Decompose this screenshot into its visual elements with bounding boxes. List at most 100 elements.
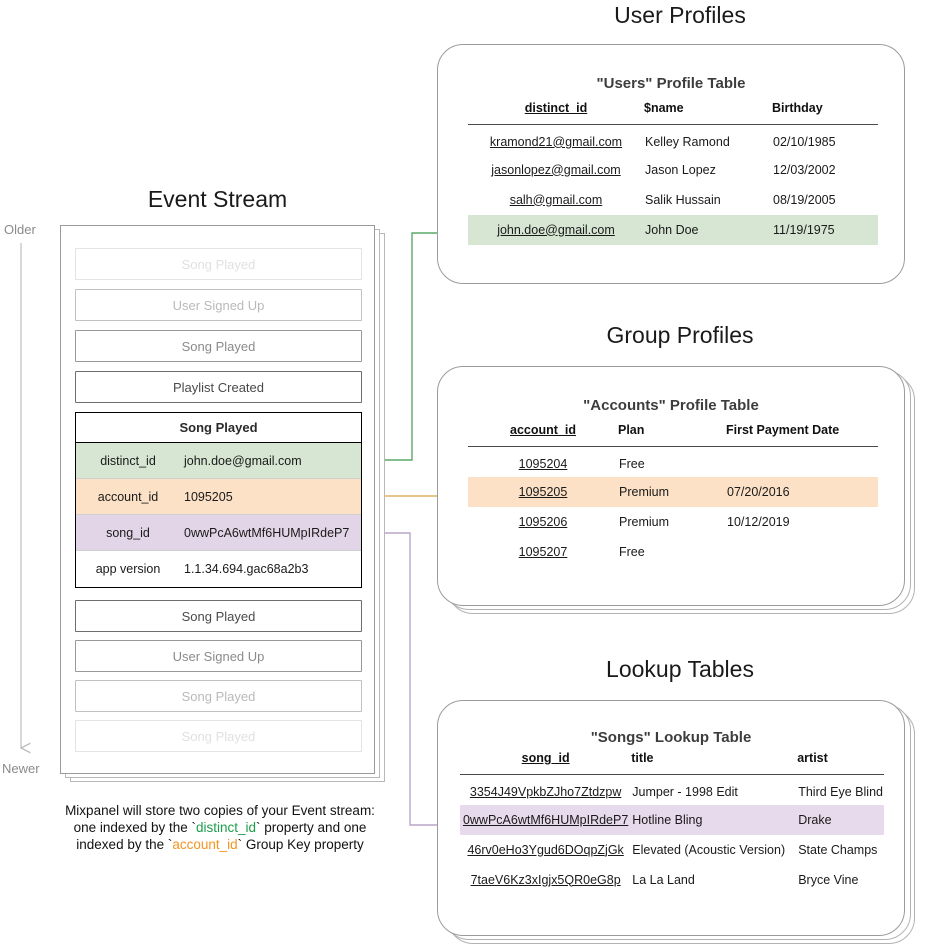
row-cell: 02/10/1985: [773, 134, 836, 149]
event-box[interactable]: Playlist Created: [75, 371, 362, 403]
column-header: account_id: [510, 423, 576, 437]
event-property-value: 0wwPcA6wtMf6HUMpIRdeP7: [184, 525, 350, 540]
row-key-value: 0wwPcA6wtMf6HUMpIRdeP7: [462, 812, 629, 827]
event-box[interactable]: User Signed Up: [75, 640, 362, 672]
row-key-cell: kramond21@gmail.com: [468, 125, 644, 155]
event-box[interactable]: User Signed Up: [75, 289, 362, 321]
row-cell: Drake: [797, 804, 884, 835]
row-key-value: salh@gmail.com: [509, 192, 603, 207]
event-box[interactable]: Song Played: [75, 680, 362, 712]
event-box-label: Song Played: [181, 256, 256, 272]
event-property-row: song_id 0wwPcA6wtMf6HUMpIRdeP7: [76, 515, 361, 551]
row-key-cell: 3354J49VpkbZJho7Ztdzpw: [460, 775, 631, 805]
row-cell: State Champs: [798, 842, 878, 857]
row-key-value: 7taeV6Kz3xIgjx5QR0eG8p: [470, 872, 621, 887]
row-key-cell: 1095205: [468, 476, 618, 507]
event-box-label: Song Played: [181, 608, 256, 624]
row-key-value: 1095207: [518, 544, 568, 559]
event-box-label: Song Played: [181, 338, 256, 354]
column-header: $name: [644, 101, 684, 115]
row-key-value: 46rv0eHo3Ygud6DOqpZjGk: [467, 842, 624, 857]
column-header: First Payment Date: [726, 423, 840, 437]
event-box-label: Playlist Created: [172, 379, 265, 395]
users-profile-table: distinct_id $name Birthday kramond21@gmail.…: [468, 101, 878, 245]
row-key-cell: 46rv0eHo3Ygud6DOqpZjGk: [460, 835, 631, 865]
row-key-cell: 0wwPcA6wtMf6HUMpIRdeP7: [460, 804, 632, 835]
event-property-key: app version: [95, 562, 161, 576]
column-header: Birthday: [772, 101, 823, 115]
row-key-value: 1095204: [518, 456, 568, 471]
event-box[interactable]: Song Played: [75, 600, 362, 632]
row-key-cell: 1095206: [468, 507, 618, 537]
table-row[interactable]: 1095207 Free: [468, 537, 878, 567]
event-box[interactable]: Song Played: [75, 720, 362, 752]
row-cell: John Doe: [644, 214, 772, 245]
row-key-value: 1095205: [518, 484, 568, 499]
row-key-cell: john.doe@gmail.com: [468, 214, 644, 245]
row-cell: 10/12/2019: [727, 514, 790, 529]
event-box-label: User Signed Up: [172, 297, 265, 313]
event-box[interactable]: Song Played: [75, 330, 362, 362]
row-key-cell: salh@gmail.com: [468, 185, 644, 215]
column-header: artist: [797, 751, 828, 765]
row-cell: Premium: [619, 514, 670, 529]
event-property-key: song_id: [106, 525, 150, 540]
caption-line-3b: ` Group Key property: [237, 837, 364, 852]
row-cell: Jason Lopez: [645, 162, 716, 177]
row-cell: Free: [619, 456, 645, 471]
caption-line-2a: one indexed by the `: [73, 820, 196, 835]
songs-table-title: "Songs" Lookup Table: [590, 729, 752, 746]
row-cell: 07/20/2016: [726, 476, 878, 507]
row-cell: Third Eye Blind: [798, 784, 883, 799]
row-key-value: 1095206: [518, 514, 568, 529]
row-cell: Free: [619, 544, 645, 559]
row-key-value: john.doe@gmail.com: [497, 222, 615, 237]
column-header: distinct_id: [524, 101, 588, 115]
user-profiles-title: User Profiles: [614, 2, 746, 28]
selected-event-properties: distinct_id john.doe@gmail.com account_id 1…: [76, 443, 361, 587]
lookup-tables-title: Lookup Tables: [606, 656, 754, 682]
row-cell: Elevated (Acoustic Version): [632, 842, 786, 857]
caption-line-3a: indexed by the `: [76, 837, 173, 852]
row-cell: Jumper - 1998 Edit: [632, 784, 738, 799]
table-row[interactable]: 1095206 Premium 10/12/2019: [468, 507, 878, 537]
event-box[interactable]: Song Played: [75, 248, 362, 280]
table-row[interactable]: 3354J49VpkbZJho7Ztdzpw Jumper - 1998 Edit…: [460, 775, 884, 805]
event-box-label: Song Played: [181, 688, 256, 704]
event-property-key: account_id: [97, 489, 159, 504]
event-stream-title: Event Stream: [147, 186, 288, 212]
caption-token-distinct-id: distinct_id: [195, 820, 257, 835]
event-property-value: 1095205: [184, 489, 233, 504]
row-cell: Hotline Bling: [631, 804, 798, 835]
row-key-value: 3354J49VpkbZJho7Ztdzpw: [469, 784, 622, 799]
event-box-label: Song Played: [181, 728, 256, 744]
accounts-table-title: "Accounts" Profile Table: [583, 397, 759, 414]
table-row[interactable]: 46rv0eHo3Ygud6DOqpZjGk Elevated (Acoustic…: [460, 835, 884, 865]
event-property-value: john.doe@gmail.com: [184, 453, 302, 468]
event-property-row: distinct_id john.doe@gmail.com: [76, 443, 361, 479]
group-profiles-title: Group Profiles: [606, 322, 754, 348]
caption-line-2b: ` property and one: [256, 820, 367, 835]
row-cell: 08/19/2005: [773, 192, 836, 207]
column-header: title: [631, 751, 654, 765]
row-key-cell: 7taeV6Kz3xIgjx5QR0eG8p: [460, 865, 631, 895]
row-cell: [726, 447, 878, 477]
column-header: Plan: [618, 423, 645, 437]
table-row[interactable]: 1095204 Free: [468, 447, 878, 477]
row-cell: Bryce Vine: [798, 872, 859, 887]
event-property-key: distinct_id: [100, 453, 156, 468]
